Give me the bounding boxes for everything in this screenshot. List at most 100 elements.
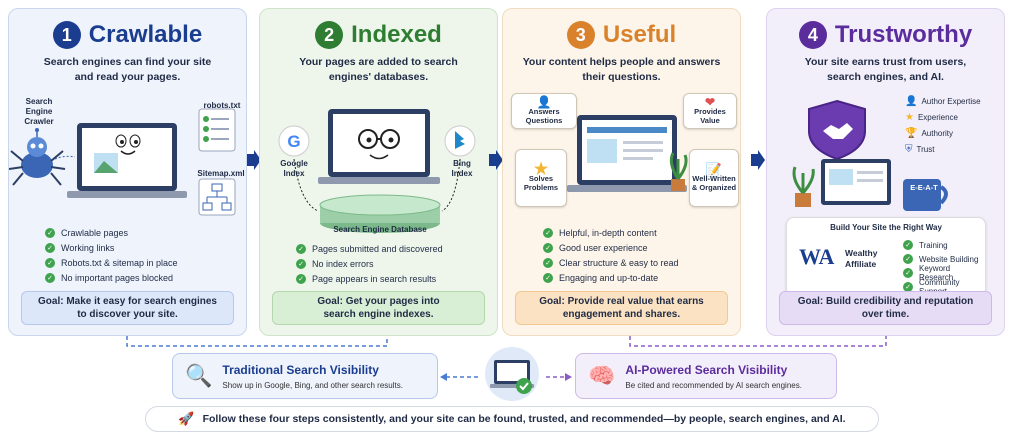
- step-number-badge: 1: [52, 21, 81, 49]
- step-subtitle: Your content helps people and answers th…: [522, 56, 721, 83]
- person-icon: 👤: [536, 94, 552, 109]
- shield-handshake-icon: [808, 99, 866, 161]
- check-icon: ✓: [45, 272, 55, 283]
- check-icon: ✓: [903, 268, 913, 278]
- check-icon: ✓: [45, 227, 55, 238]
- check-icon: ✓: [903, 282, 913, 292]
- step-subtitle: Search engines can find your site and re…: [43, 56, 212, 83]
- wealthy-affiliate-card: Build Your Site the Right Way WA Wealthy…: [786, 217, 986, 297]
- step-indexed-panel: 2 Indexed Your pages are added to search…: [259, 8, 498, 336]
- bubble-solves: ★ Solves Problems: [515, 149, 567, 207]
- bubble-answers: 👤 Answers Questions: [511, 93, 577, 129]
- traditional-desc: Show up in Google, Bing, and other searc…: [222, 380, 403, 390]
- mug-icon: [903, 179, 948, 211]
- checklist-item: ✓Clear structure & easy to read: [543, 255, 679, 270]
- step-number-badge: 4: [798, 21, 827, 49]
- arrow-right-icon: [247, 150, 261, 170]
- step-subtitle: Your site earns trust from users, search…: [804, 56, 967, 83]
- notepad-icon: 📝: [705, 161, 723, 177]
- checklist-item: ✓Working links: [45, 240, 178, 255]
- arrow-right-icon: [489, 150, 503, 170]
- shield-icon: ⛨: [905, 143, 913, 155]
- step-header: 3 Useful: [503, 21, 740, 49]
- check-icon: ✓: [296, 243, 306, 254]
- trophy-icon: 🏆: [905, 127, 918, 139]
- checklist-item: ✓Website Building: [903, 252, 985, 266]
- checklist-item: ✓Pages submitted and discovered: [296, 241, 443, 256]
- check-icon: ✓: [296, 273, 306, 284]
- traditional-visibility-box: 🔍 Traditional Search Visibility Show up …: [172, 353, 438, 399]
- step-trustworthy-panel: 4 Trustworthy Your site earns trust from…: [766, 8, 1005, 336]
- google-icon: G: [278, 125, 310, 157]
- checklist-item: ✓Engaging and up-to-date: [543, 270, 679, 285]
- checklist-item: ✓No index errors: [296, 256, 443, 271]
- checklist: ✓Crawlable pages ✓Working links ✓Robots.…: [45, 225, 178, 285]
- check-icon: ✓: [543, 242, 553, 253]
- step-title: Indexed: [351, 21, 442, 48]
- author-icon: 👤: [905, 95, 918, 107]
- crawler-label: Search Engine Crawler: [24, 97, 54, 126]
- bing-index-label: Bing Index: [451, 159, 473, 178]
- database-icon: [319, 194, 441, 233]
- check-icon: ✓: [903, 254, 913, 264]
- check-icon: ✓: [543, 272, 553, 283]
- card-checklist: ✓Training ✓Website Building ✓Keyword Res…: [903, 238, 985, 296]
- step-number-badge: 3: [566, 21, 595, 49]
- checklist: ✓Helpful, in-depth content ✓Good user ex…: [543, 225, 679, 285]
- google-index-label: Google Index: [280, 159, 308, 178]
- check-icon: ✓: [903, 240, 913, 250]
- trust-item: ★Experience: [905, 111, 958, 123]
- step-title: Crawlable: [88, 21, 203, 48]
- checklist-item: ✓Keyword Research: [903, 264, 985, 282]
- step-useful-panel: 3 Useful Your content helps people and a…: [502, 8, 741, 336]
- checklist: ✓Pages submitted and discovered ✓No inde…: [296, 241, 443, 286]
- step-header: 1 Crawlable: [9, 21, 246, 49]
- spider-robot-icon: [9, 128, 66, 186]
- checklist-item: ✓Training: [903, 238, 985, 252]
- sitemap-doc-icon: [198, 178, 236, 216]
- checklist-item: ✓Helpful, in-depth content: [543, 225, 679, 240]
- check-icon: ✓: [45, 242, 55, 253]
- footer-text: Follow these four steps consistently, an…: [202, 413, 846, 425]
- checklist-item: ✓Robots.txt & sitemap in place: [45, 255, 178, 270]
- magnifier-icon: 🔍: [185, 363, 213, 388]
- robots-txt-doc-icon: [198, 108, 236, 152]
- arrow-right-icon: [751, 150, 765, 170]
- trust-item: ⛨Trust: [905, 143, 935, 155]
- svg-text:G: G: [287, 132, 300, 151]
- trust-item: 🏆Authority: [905, 127, 954, 139]
- plant-icon: [792, 166, 815, 207]
- step-crawlable-panel: 1 Crawlable Search engines can find your…: [8, 8, 247, 336]
- trust-item: 👤Author Expertise: [905, 95, 981, 107]
- check-icon: ✓: [296, 258, 306, 269]
- ai-title: AI-Powered Search Visibility: [625, 362, 788, 377]
- checklist-item: ✓Crawlable pages: [45, 225, 178, 240]
- rocket-icon: 🚀: [178, 411, 195, 426]
- robots-txt-label: robots.txt: [203, 101, 241, 110]
- database-label: Search Engine Database: [333, 225, 427, 234]
- checklist-item: ✓Page appears in search results: [296, 271, 443, 286]
- brain-icon: 🧠: [588, 363, 616, 388]
- checklist-item: ✓Good user experience: [543, 240, 679, 255]
- step-subtitle: Your pages are added to search engines' …: [299, 56, 458, 83]
- index-illustration: G: [278, 109, 476, 233]
- footer-banner: 🚀 Follow these four steps consistently, …: [145, 406, 879, 432]
- ai-desc: Be cited and recommended by AI search en…: [625, 380, 802, 390]
- step-header: 2 Indexed: [260, 21, 497, 49]
- step-header: 4 Trustworthy: [767, 21, 1004, 49]
- trust-list: 👤Author Expertise ★Experience 🏆Authority…: [905, 93, 1001, 157]
- star-icon: ★: [905, 111, 914, 123]
- check-icon: ✓: [543, 227, 553, 238]
- trust-illustration: [792, 99, 948, 211]
- bubble-well-written: 📝 Well-Written & Organized: [689, 149, 739, 207]
- heart-icon: ❤: [704, 94, 716, 109]
- step-title: Trustworthy: [834, 21, 973, 48]
- sitemap-label: Sitemap.xml: [197, 169, 245, 178]
- connector-lines: [126, 336, 887, 381]
- checklist-item: ✓No important pages blocked: [45, 270, 178, 285]
- step-title: Useful: [602, 21, 677, 48]
